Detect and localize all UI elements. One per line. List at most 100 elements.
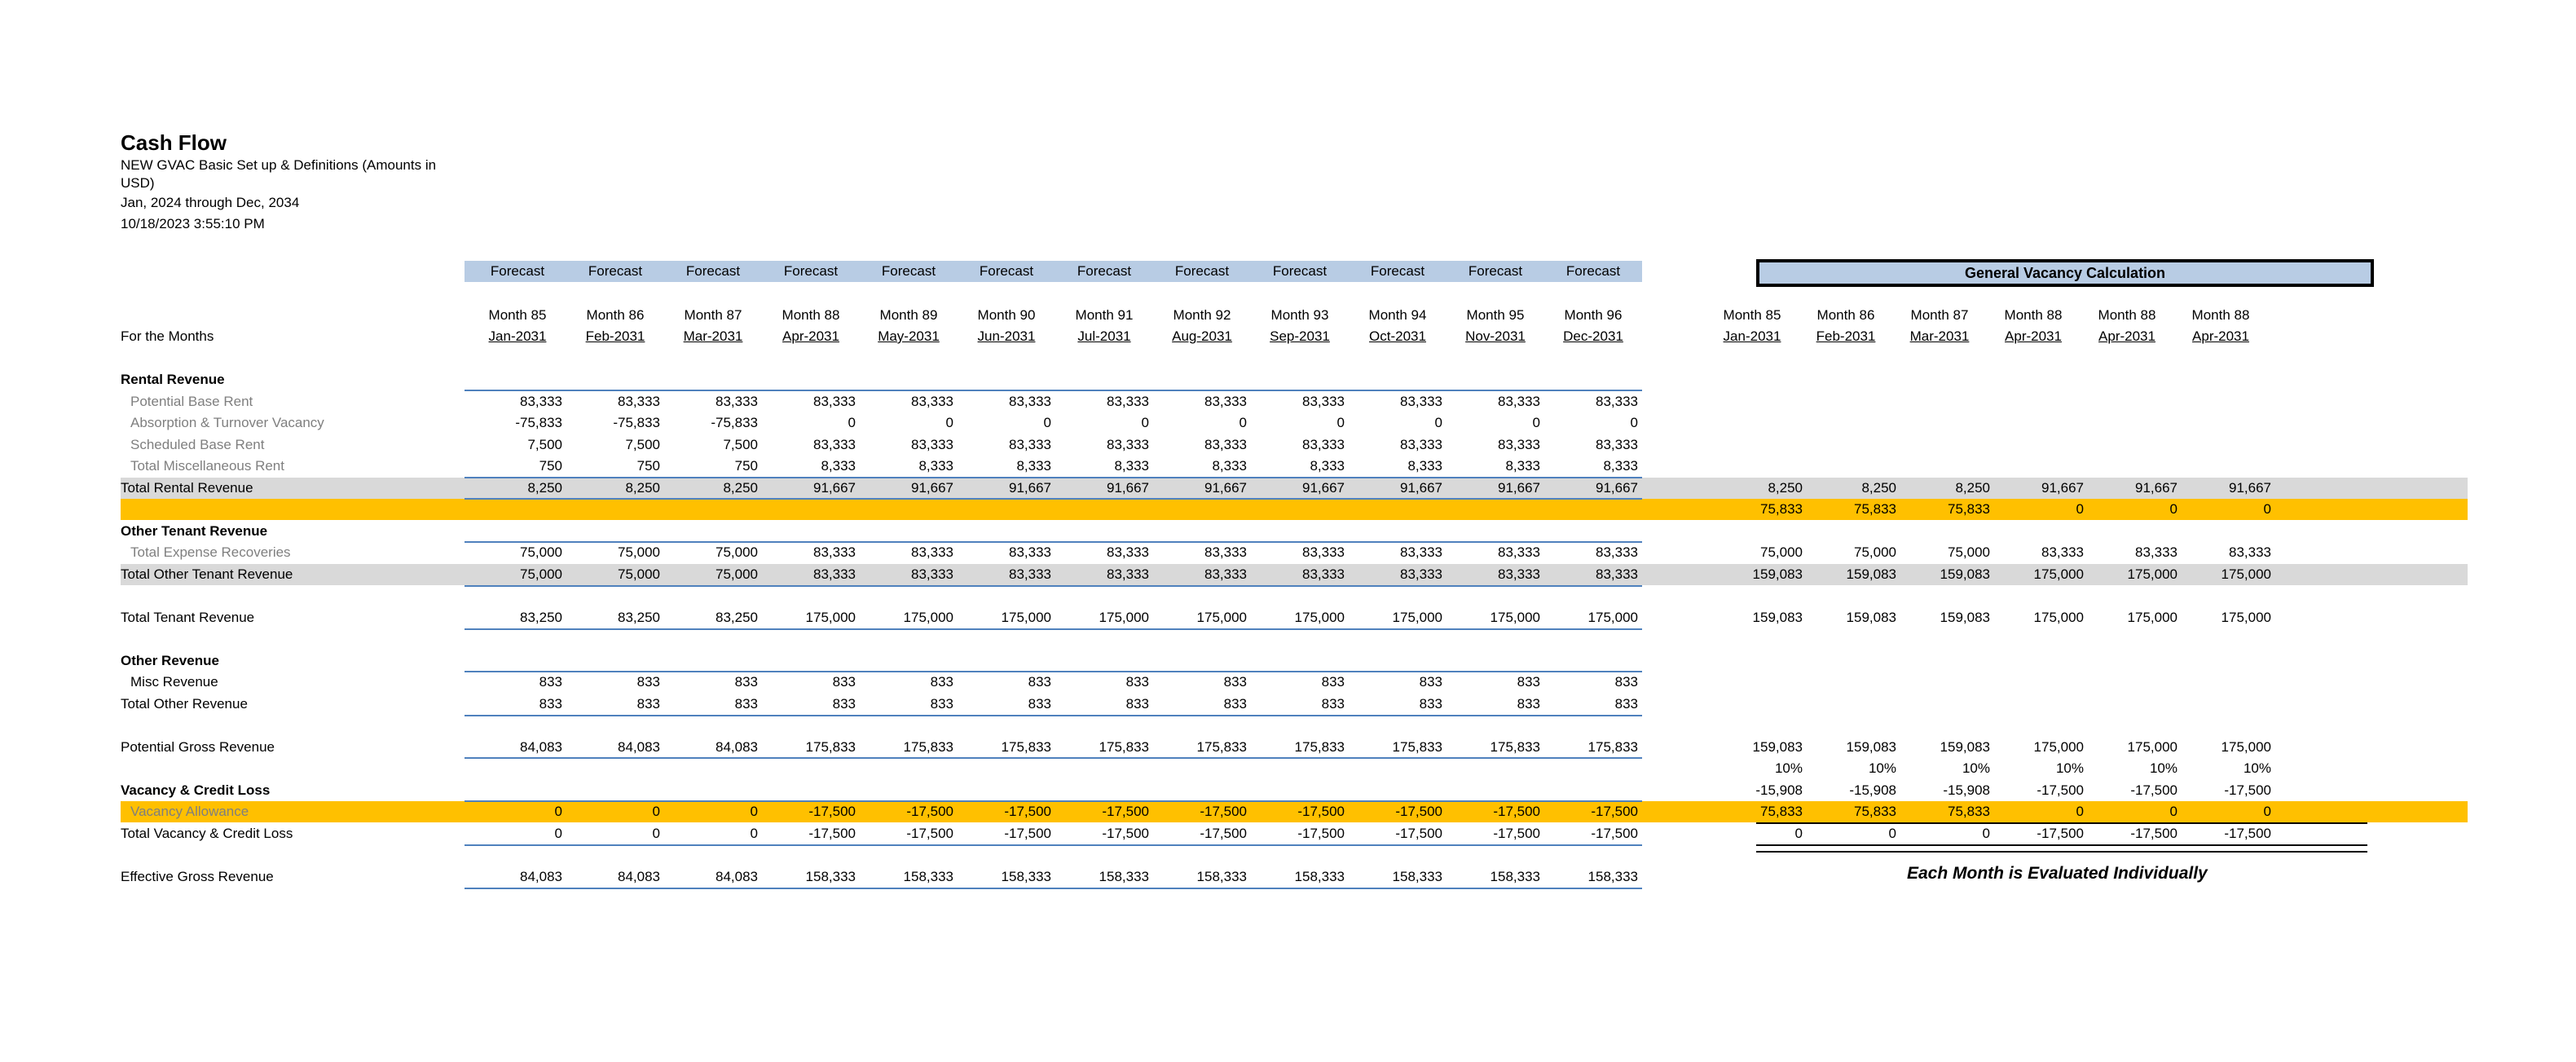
- highlight-row-band: [121, 801, 2468, 822]
- forecast-label: Forecast: [490, 263, 545, 279]
- value-cell: 833: [539, 696, 562, 712]
- forecast-label: Forecast: [881, 263, 936, 279]
- gv-cell: 75,833: [1948, 501, 1990, 517]
- month-date: Sep-2031: [1270, 328, 1330, 344]
- value-cell: 91,667: [1596, 480, 1638, 496]
- value-cell: 83,333: [911, 437, 953, 452]
- gv-note: Each Month is Evaluated Individually: [1907, 864, 2208, 883]
- row-label: Total Miscellaneous Rent: [130, 458, 284, 474]
- value-cell: 83,333: [911, 544, 953, 560]
- gv-cell: 159,083: [1752, 739, 1803, 755]
- gv-cell: -17,500: [2130, 826, 2177, 841]
- value-cell: -17,500: [1102, 826, 1149, 841]
- value-cell: 750: [734, 458, 758, 474]
- gv-cell: 0: [1888, 826, 1896, 841]
- gv-cell: 159,083: [1846, 739, 1896, 755]
- gv-cell: 83,333: [2229, 544, 2271, 560]
- value-cell: 175,000: [1392, 610, 1442, 625]
- value-cell: 75,000: [716, 544, 758, 560]
- value-cell: 8,333: [1310, 458, 1345, 474]
- value-cell: 833: [930, 674, 953, 690]
- month-label: Month 89: [879, 307, 938, 323]
- gv-cell: 8,250: [1955, 480, 1990, 496]
- value-cell: 175,000: [805, 610, 856, 625]
- value-cell: -17,500: [808, 826, 856, 841]
- month-label: Month 85: [488, 307, 547, 323]
- gv-cell: -17,500: [2224, 782, 2271, 798]
- month-date: Dec-2031: [1563, 328, 1623, 344]
- month-label: Month 90: [977, 307, 1036, 323]
- value-cell: 175,000: [1001, 610, 1051, 625]
- gv-double-underline: [1756, 844, 2367, 853]
- gv-month-label: Month 88: [2191, 307, 2250, 323]
- value-cell: 84,083: [520, 869, 562, 884]
- value-cell: 0: [750, 804, 758, 819]
- value-cell: 833: [1125, 696, 1149, 712]
- gv-month-date: Apr-2031: [2192, 328, 2249, 344]
- value-cell: 175,833: [903, 739, 953, 755]
- rule-line: [465, 585, 1642, 587]
- gv-cell: 159,083: [1752, 610, 1803, 625]
- value-cell: 175,000: [1196, 610, 1247, 625]
- for-the-months-label: For the Months: [121, 328, 214, 344]
- value-cell: 83,333: [911, 394, 953, 409]
- value-cell: 833: [636, 696, 660, 712]
- value-cell: 91,667: [911, 480, 953, 496]
- month-date: Oct-2031: [1369, 328, 1426, 344]
- value-cell: -17,500: [906, 826, 953, 841]
- value-cell: 0: [848, 415, 856, 430]
- row-label: Total Expense Recoveries: [130, 544, 291, 560]
- gv-month-label: Month 88: [2098, 307, 2156, 323]
- forecast-label: Forecast: [685, 263, 741, 279]
- gv-cell: 83,333: [2041, 544, 2084, 560]
- value-cell: 83,333: [1302, 544, 1345, 560]
- gv-cell: 75,833: [1948, 804, 1990, 819]
- value-cell: 750: [539, 458, 562, 474]
- row-label: Absorption & Turnover Vacancy: [130, 415, 324, 430]
- value-cell: -17,500: [1200, 804, 1247, 819]
- gv-cell: 159,083: [1752, 566, 1803, 582]
- value-cell: 833: [1517, 674, 1540, 690]
- gv-cell: 75,000: [1760, 544, 1803, 560]
- gv-cell: 0: [2263, 804, 2271, 819]
- value-cell: 83,333: [1400, 544, 1442, 560]
- gv-cell: 10%: [1774, 760, 1803, 776]
- value-cell: 0: [1141, 415, 1149, 430]
- value-cell: 83,250: [520, 610, 562, 625]
- gv-cell: 159,083: [1940, 610, 1990, 625]
- value-cell: 175,000: [1490, 610, 1540, 625]
- gv-cell: 0: [2263, 501, 2271, 517]
- value-cell: 84,083: [618, 869, 660, 884]
- value-cell: -17,500: [1102, 804, 1149, 819]
- value-cell: 84,083: [520, 739, 562, 755]
- gv-cell: 175,000: [2221, 610, 2271, 625]
- month-date: Aug-2031: [1172, 328, 1232, 344]
- gv-month-date: Mar-2031: [1909, 328, 1970, 344]
- value-cell: -17,500: [1004, 826, 1051, 841]
- rule-line: [465, 757, 1642, 759]
- value-cell: 83,333: [1596, 544, 1638, 560]
- value-cell: 8,333: [918, 458, 953, 474]
- gv-month-date: Apr-2031: [2005, 328, 2062, 344]
- value-cell: 175,000: [903, 610, 953, 625]
- value-cell: 750: [636, 458, 660, 474]
- month-date: May-2031: [878, 328, 940, 344]
- value-cell: 0: [1434, 415, 1442, 430]
- gv-cell: 0: [2076, 501, 2084, 517]
- forecast-label: Forecast: [588, 263, 643, 279]
- value-cell: 833: [1419, 674, 1442, 690]
- value-cell: 91,667: [1498, 480, 1540, 496]
- value-cell: 83,333: [1498, 544, 1540, 560]
- month-label: Month 96: [1564, 307, 1623, 323]
- value-cell: 83,333: [1400, 566, 1442, 582]
- report-timestamp: 10/18/2023 3:55:10 PM: [121, 216, 265, 231]
- value-cell: -75,833: [515, 415, 562, 430]
- value-cell: 833: [832, 696, 856, 712]
- value-cell: 83,333: [716, 394, 758, 409]
- report-title: Cash Flow: [121, 130, 227, 155]
- value-cell: -17,500: [906, 804, 953, 819]
- gv-cell: 75,000: [1948, 544, 1990, 560]
- value-cell: 83,333: [1107, 566, 1149, 582]
- value-cell: 158,333: [1099, 869, 1149, 884]
